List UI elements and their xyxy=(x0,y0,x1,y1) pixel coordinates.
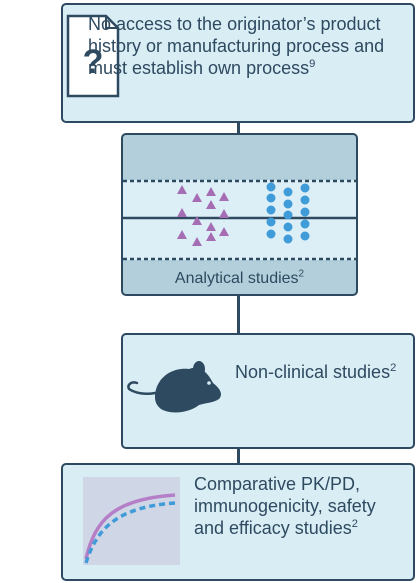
dot-marker xyxy=(300,183,310,193)
connector-3 xyxy=(237,449,240,463)
dot-marker xyxy=(283,199,293,209)
dot-markers xyxy=(266,182,310,244)
reference-2: 2 xyxy=(351,518,358,530)
triangle-marker xyxy=(177,208,187,217)
non-clinical-text: Non-clinical studies2 xyxy=(235,362,397,382)
triangle-marker xyxy=(206,222,216,231)
dot-marker xyxy=(300,219,310,229)
dot-marker xyxy=(283,187,293,197)
dot-marker xyxy=(266,229,276,239)
triangle-marker xyxy=(177,230,187,239)
reference-2: 2 xyxy=(390,362,397,374)
dot-marker xyxy=(266,217,276,227)
reference-2: 2 xyxy=(298,268,305,280)
triangle-marker xyxy=(192,237,202,246)
triangle-marker xyxy=(206,200,216,209)
originator-access-box: ? No access to the originator’s product … xyxy=(61,3,415,123)
triangle-marker xyxy=(192,193,202,202)
question-mark: ? xyxy=(83,43,104,81)
connector-2 xyxy=(237,296,240,333)
triangle-marker xyxy=(219,227,229,236)
triangle-marker xyxy=(206,187,216,196)
dot-marker xyxy=(300,207,310,217)
triangle-marker xyxy=(192,216,202,225)
reference-9: 9 xyxy=(309,58,316,70)
triangle-marker xyxy=(206,232,216,241)
question-document-icon: ? xyxy=(66,14,120,98)
dot-marker xyxy=(283,222,293,232)
triangle-markers xyxy=(177,185,229,246)
originator-text: No access to the originator’s product hi… xyxy=(88,14,385,78)
triangle-marker xyxy=(177,185,187,194)
analysis-band xyxy=(123,180,356,260)
analytical-label: Analytical studies2 xyxy=(174,268,305,287)
dot-marker xyxy=(266,182,276,192)
triangle-marker xyxy=(219,209,229,218)
mouse-icon xyxy=(127,361,221,413)
dot-marker xyxy=(266,205,276,215)
analytical-illustration xyxy=(123,179,356,261)
comparative-studies-box: Comparative PK/PD, immunogenicity, safet… xyxy=(61,463,415,581)
non-clinical-box: Non-clinical studies2 xyxy=(121,333,415,449)
dot-marker xyxy=(283,210,293,220)
triangle-marker xyxy=(219,192,229,201)
dot-marker xyxy=(283,234,293,244)
analytical-studies-box: Analytical studies2 xyxy=(121,133,358,296)
dot-marker xyxy=(300,195,310,205)
dot-marker xyxy=(266,193,276,203)
comparative-text: Comparative PK/PD, immunogenicity, safet… xyxy=(194,474,376,538)
pk-curve-chart xyxy=(83,477,180,565)
dot-marker xyxy=(300,231,310,241)
connector-1 xyxy=(237,123,240,133)
